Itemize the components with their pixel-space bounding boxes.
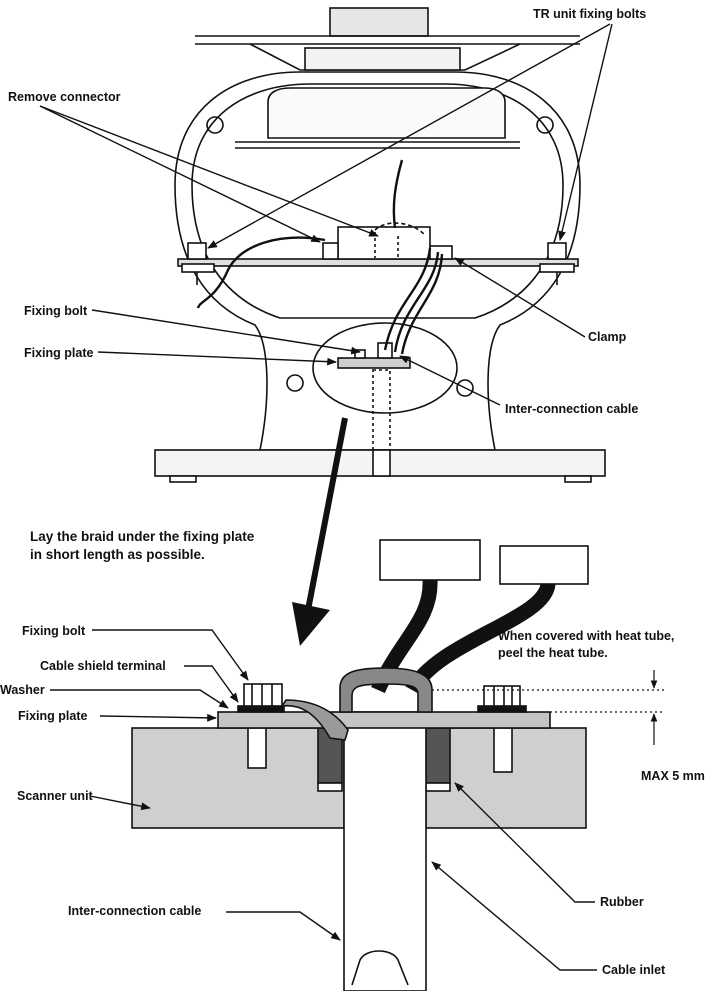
- connector-box-right: [499, 545, 589, 585]
- label-heat-tube-line-1: When covered with heat tube,: [498, 629, 674, 643]
- label-clamp: Clamp: [588, 330, 627, 344]
- label-washer: Washer: [0, 683, 45, 697]
- internal-cables: [196, 159, 444, 355]
- cable-saddle: [339, 667, 433, 713]
- label-heat-tube-line-2: peel the heat tube.: [498, 646, 608, 660]
- label-fixing-plate-bottom: Fixing plate: [18, 709, 88, 723]
- scanner-housing-top-view: [154, 7, 606, 483]
- scanner-unit-left: [131, 727, 345, 829]
- label-cable-inlet: Cable inlet: [602, 963, 666, 977]
- instruction-line-2: in short length as possible.: [30, 547, 205, 562]
- top-leader-lines: [39, 23, 613, 406]
- connector-block: [337, 226, 431, 260]
- cross-section-detail: [131, 539, 589, 991]
- fixing-plate: [217, 711, 551, 729]
- label-scanner-unit: Scanner unit: [17, 789, 94, 803]
- label-max-5mm: MAX 5 mm: [641, 769, 705, 783]
- label-fixing-bolt-top: Fixing bolt: [24, 304, 88, 318]
- label-fixing-bolt-bottom: Fixing bolt: [22, 624, 86, 638]
- rubber-right: [425, 727, 451, 784]
- detail-transition-arrow: [292, 417, 348, 646]
- label-tr-unit-fixing-bolts: TR unit fixing bolts: [533, 7, 646, 21]
- tr-board: [177, 258, 579, 267]
- connector-box-left: [379, 539, 481, 581]
- label-inter-connection-cable-top: Inter-connection cable: [505, 402, 638, 416]
- detail-ellipse: [312, 322, 458, 414]
- measurement-guides: [432, 670, 665, 745]
- label-rubber: Rubber: [600, 895, 644, 909]
- label-remove-connector: Remove connector: [8, 90, 121, 104]
- label-cable-shield-terminal: Cable shield terminal: [40, 659, 166, 673]
- top-cap: [329, 7, 429, 37]
- bottom-leader-lines: [50, 629, 597, 971]
- inter-connection-cable: [343, 711, 427, 991]
- label-inter-connection-cable-bottom: Inter-connection cable: [68, 904, 201, 918]
- instruction-line-1: Lay the braid under the fixing plate: [30, 529, 255, 544]
- label-fixing-plate-top: Fixing plate: [24, 346, 94, 360]
